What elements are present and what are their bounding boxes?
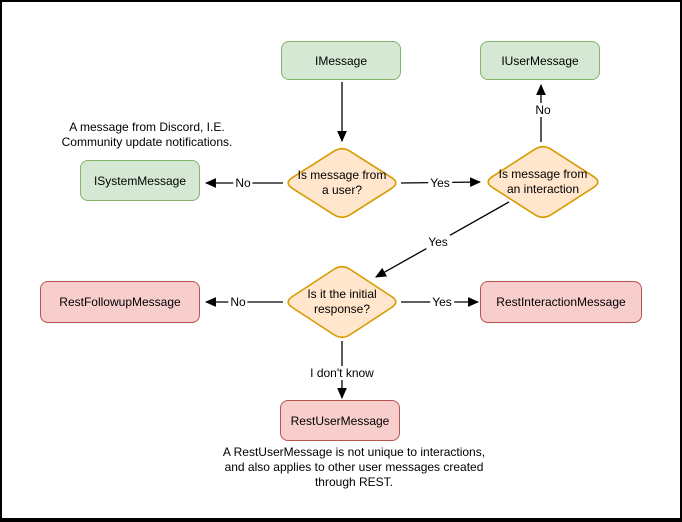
- node-isystemmessage: ISystemMessage: [80, 160, 200, 201]
- decision-diamond-is-message-from-user: [287, 147, 397, 219]
- node-iusermessage-label: IUserMessage: [501, 53, 579, 68]
- note-rest-user-message: A RestUserMessage is not unique to inter…: [222, 445, 486, 489]
- edge-label-initial-yes: Yes: [430, 295, 454, 309]
- node-iusermessage: IUserMessage: [480, 41, 600, 80]
- note-system-message: A message from Discord, I.E. Community u…: [61, 120, 233, 149]
- node-imessage: IMessage: [281, 41, 401, 80]
- edge-label-interaction-yes: Yes: [426, 235, 450, 249]
- node-imessage-label: IMessage: [314, 53, 368, 68]
- node-restusermessage: RestUserMessage: [280, 400, 400, 441]
- node-restinteractionmessage: RestInteractionMessage: [480, 281, 642, 323]
- edge-label-initial-i-dont-know: I don't know: [308, 366, 376, 380]
- decision-diamond-is-message-from-interaction: [487, 145, 599, 219]
- edge-label-user-yes: Yes: [428, 176, 452, 190]
- edge-label-interaction-no: No: [533, 103, 553, 117]
- node-isystemmessage-label: ISystemMessage: [93, 173, 187, 188]
- node-restfollowupmessage: RestFollowupMessage: [40, 281, 200, 323]
- edge-label-initial-no: No: [228, 295, 248, 309]
- node-restinteractionmessage-label: RestInteractionMessage: [496, 295, 626, 309]
- node-restfollowupmessage-label: RestFollowupMessage: [59, 295, 181, 309]
- node-restusermessage-label: RestUserMessage: [290, 413, 390, 428]
- edge-label-user-no: No: [233, 176, 253, 190]
- decision-diamond-is-initial-response: [287, 265, 397, 339]
